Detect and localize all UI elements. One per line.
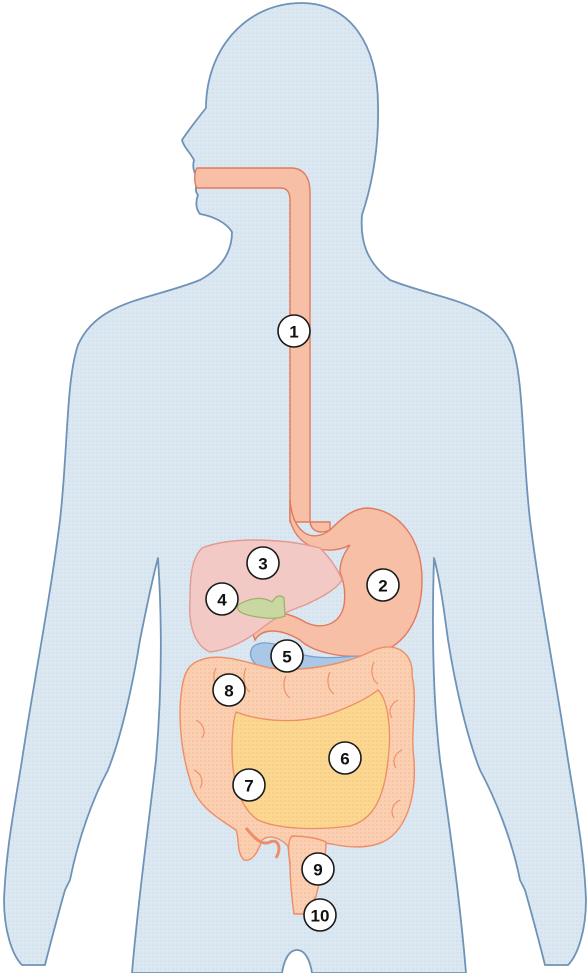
svg-text:1: 1 <box>289 323 298 342</box>
label-10: 10 <box>304 899 336 931</box>
label-5: 5 <box>271 640 303 672</box>
label-1: 1 <box>278 315 310 347</box>
label-6: 6 <box>329 742 361 774</box>
svg-text:5: 5 <box>282 648 291 667</box>
label-4: 4 <box>206 583 238 615</box>
label-9: 9 <box>302 853 334 885</box>
svg-text:9: 9 <box>313 861 322 880</box>
svg-text:6: 6 <box>340 750 349 769</box>
svg-text:10: 10 <box>311 907 330 926</box>
label-2: 2 <box>367 569 399 601</box>
label-7: 7 <box>233 769 265 801</box>
svg-text:2: 2 <box>378 577 387 596</box>
svg-text:4: 4 <box>217 591 227 610</box>
svg-text:7: 7 <box>244 777 253 796</box>
svg-text:3: 3 <box>258 555 267 574</box>
svg-text:8: 8 <box>224 682 233 701</box>
label-8: 8 <box>213 674 245 706</box>
label-3: 3 <box>247 547 279 579</box>
